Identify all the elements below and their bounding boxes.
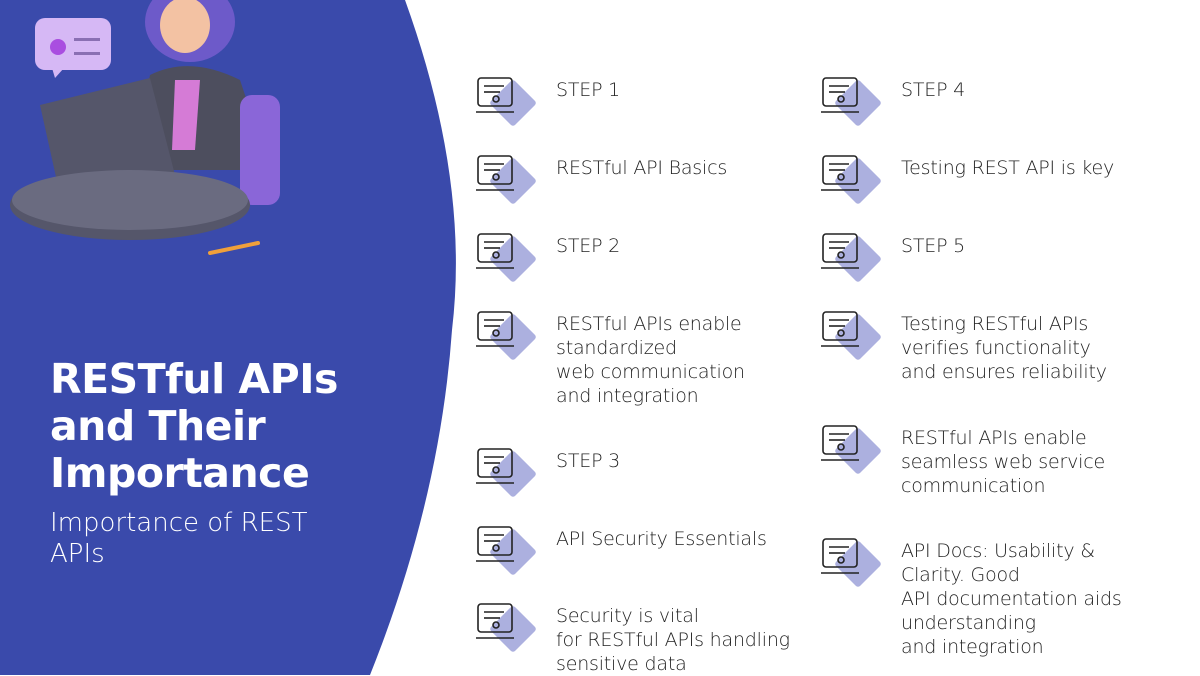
flask-magnifier-icon: [819, 228, 883, 284]
slide-title: RESTful APIs and Their Importance: [50, 355, 338, 497]
envelope-certificate-icon: [819, 306, 883, 362]
support-agent-icon: [819, 150, 883, 206]
envelope-badge-icon: [819, 533, 883, 589]
floppy-camera-icon: [474, 306, 538, 362]
item-text: RESTful APIs enable seamless web service…: [901, 427, 1105, 497]
item-text: STEP 4: [901, 79, 966, 101]
item-text: API Security Essentials: [556, 528, 767, 550]
dollar-fence-icon: [474, 521, 538, 577]
item-text: STEP 1: [556, 79, 621, 101]
item-text: STEP 5: [901, 235, 966, 257]
plunger-icon: [474, 228, 538, 284]
item-text: STEP 2: [556, 235, 621, 257]
item-text: RESTful APIs enable standardized web com…: [556, 313, 745, 407]
item-text: STEP 3: [556, 450, 621, 472]
item-text: API Docs: Usability & Clarity. Good API …: [901, 540, 1122, 658]
slide-subtitle: Importance of REST APIs: [50, 508, 308, 569]
rocket-handshake-icon: [819, 420, 883, 476]
telephone-icon: [474, 598, 538, 654]
chat-bubble-icon: [35, 18, 111, 70]
padlock-dollar-icon: [474, 150, 538, 206]
binary-lock-icon: [474, 72, 538, 128]
item-text: Testing REST API is key: [901, 157, 1115, 179]
woman-laptop-illustration: [10, 0, 280, 255]
item-text: RESTful API Basics: [556, 157, 728, 179]
credit-card-icon: [819, 72, 883, 128]
item-text: Testing RESTful APIs verifies functional…: [901, 313, 1107, 383]
houses-handshake-icon: [474, 443, 538, 499]
item-text: Security is vital for RESTful APIs handl…: [556, 605, 790, 675]
